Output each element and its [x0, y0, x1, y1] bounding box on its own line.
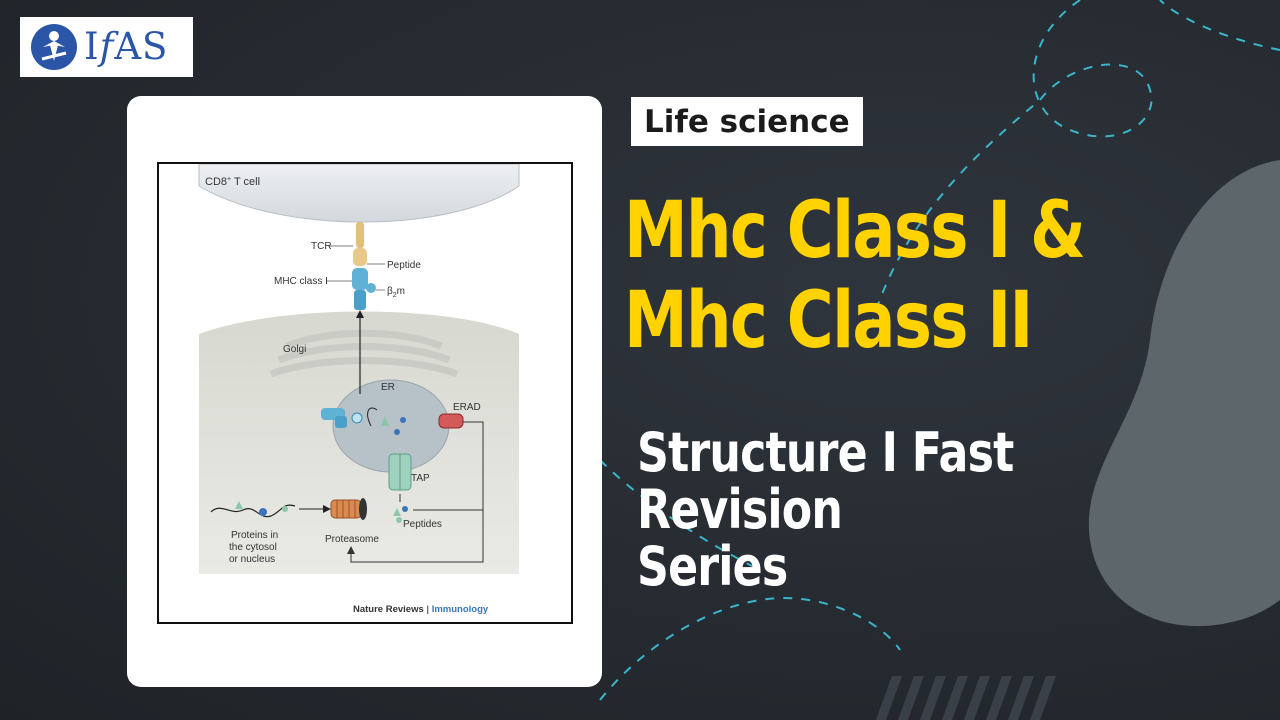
svg-text:the cytosol: the cytosol [229, 542, 277, 553]
mhc-class-i-diagram: CD8+ T cell Golgi ER TCR Peptide MHC cla… [157, 162, 573, 624]
page-title: Mhc Class I & Mhc Class II [624, 186, 1149, 366]
subtitle-line-2: Revision [637, 478, 843, 541]
diagram-svg: CD8+ T cell Golgi ER TCR Peptide MHC cla… [198, 164, 520, 615]
title-line-2: Mhc Class II [624, 276, 1033, 366]
svg-text:Nature Reviews | Immunology: Nature Reviews | Immunology [353, 604, 489, 615]
svg-text:Proteasome: Proteasome [325, 534, 379, 545]
t-cell-membrane [198, 164, 520, 223]
subtitle-line-3: Series [637, 535, 788, 598]
svg-text:ER: ER [381, 382, 395, 393]
title-line-1: Mhc Class I & [624, 186, 1086, 276]
svg-text:or nucleus: or nucleus [229, 554, 275, 565]
svg-text:Peptide: Peptide [387, 260, 421, 271]
svg-text:TAP: TAP [411, 473, 430, 484]
ifas-logo-icon [31, 24, 77, 70]
category-tag: Life science [631, 97, 863, 146]
tcr-mhc-complex [352, 222, 376, 310]
svg-text:ERAD: ERAD [453, 402, 481, 413]
erad-channel [438, 413, 464, 429]
svg-text:MHC class I: MHC class I [274, 276, 328, 287]
golgi-stacks [269, 329, 459, 378]
dashed-lines [599, 0, 1280, 701]
subtitle-line-1: Structure I Fast [637, 421, 1014, 484]
svg-text:Peptides: Peptides [403, 519, 442, 530]
svg-text:Proteins in: Proteins in [231, 530, 278, 541]
svg-text:Golgi: Golgi [283, 344, 306, 355]
corner-stripes [875, 676, 1056, 720]
logo-text: IfAS [84, 25, 169, 68]
svg-text:CD8+ T cell: CD8+ T cell [205, 176, 260, 188]
ifas-logo[interactable]: IfAS [20, 17, 193, 77]
svg-text:β2m: β2m [387, 286, 405, 299]
subtitle: Structure I Fast Revision Series [637, 424, 1096, 595]
svg-text:TCR: TCR [311, 241, 332, 252]
proteasome-barrel [330, 498, 367, 520]
background-blob [1088, 160, 1280, 627]
